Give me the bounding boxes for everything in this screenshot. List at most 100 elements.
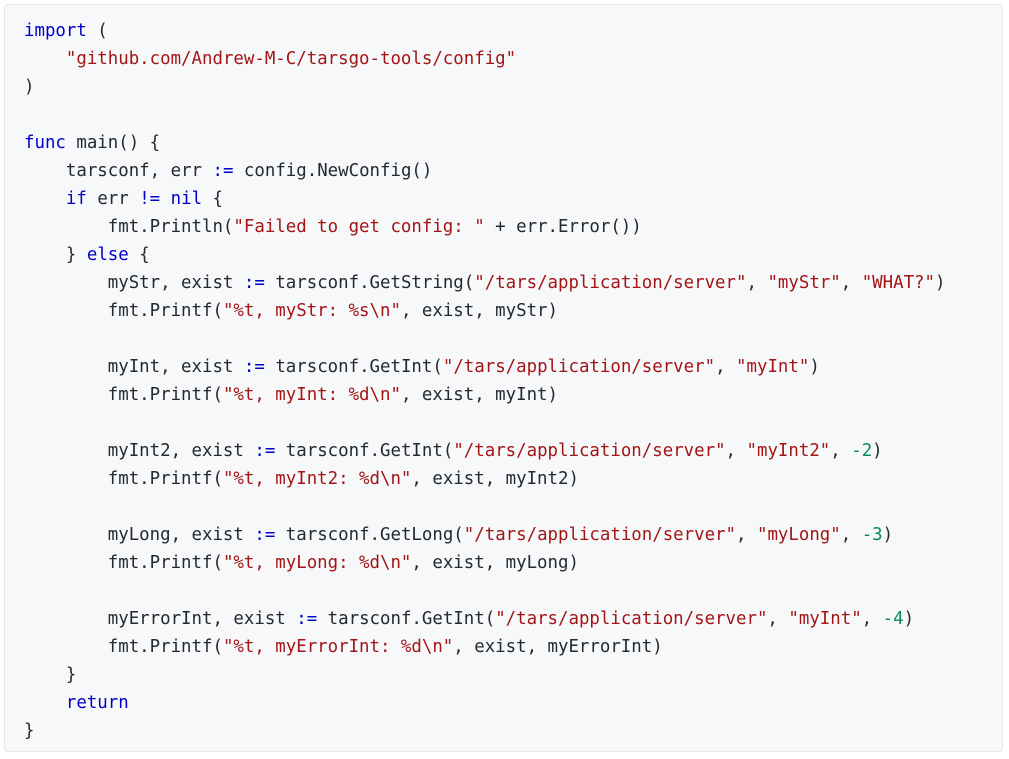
code-text: ( xyxy=(86,21,108,41)
code-line: import ( xyxy=(24,17,1002,45)
code-line: return xyxy=(24,689,1002,717)
code-text: , xyxy=(767,609,789,629)
code-text: , xyxy=(861,609,883,629)
code-text: ) xyxy=(903,609,915,629)
code-text: tarsconf.GetInt( xyxy=(264,357,443,377)
code-line xyxy=(24,101,1002,129)
code-line: fmt.Printf("%t, myInt2: %d\n", exist, my… xyxy=(24,465,1002,493)
code-string: "myLong" xyxy=(756,525,841,545)
code-block: import ( "github.com/Andrew-M-C/tarsgo-t… xyxy=(4,4,1003,752)
code-number: -2 xyxy=(851,441,873,461)
code-text: myLong, exist xyxy=(107,525,255,545)
code-text: ) xyxy=(872,441,883,461)
code-line xyxy=(24,409,1002,437)
code-indent xyxy=(24,301,108,321)
code-indent xyxy=(24,245,66,265)
code-string: "/tars/application/server" xyxy=(474,273,747,293)
code-text: tarsconf.GetString( xyxy=(264,273,475,293)
code-text: myStr, exist xyxy=(107,273,244,293)
code-line: tarsconf, err := config.NewConfig() xyxy=(24,157,1002,185)
code-string: "%t, myStr: %s\n" xyxy=(222,301,401,321)
code-text xyxy=(160,189,170,209)
code-text: , xyxy=(840,273,862,293)
code-text: fmt.Printf( xyxy=(107,385,223,405)
code-indent xyxy=(24,609,108,629)
code-keyword: if xyxy=(65,189,87,209)
code-text: , exist, myInt2) xyxy=(411,469,579,489)
code-text: , xyxy=(715,357,737,377)
code-indent xyxy=(24,665,66,685)
code-text: , exist, myInt) xyxy=(400,385,558,405)
code-indent xyxy=(24,637,108,657)
code-number: -4 xyxy=(882,609,904,629)
code-text: , xyxy=(736,525,757,545)
code-text: , xyxy=(830,441,852,461)
code-string: "WHAT?" xyxy=(861,273,935,293)
code-operator: := xyxy=(243,357,265,377)
code-keyword: return xyxy=(65,693,129,713)
code-keyword: func xyxy=(24,133,66,153)
code-string: "/tars/application/server" xyxy=(463,525,737,545)
code-line: "github.com/Andrew-M-C/tarsgo-tools/conf… xyxy=(24,45,1002,73)
code-line: myInt, exist := tarsconf.GetInt("/tars/a… xyxy=(24,353,1002,381)
code-string: "/tars/application/server" xyxy=(453,441,726,461)
code-line: ) xyxy=(24,73,1002,101)
code-text: main() { xyxy=(65,133,161,153)
code-operator: != xyxy=(139,189,161,209)
code-string: "%t, myLong: %d\n" xyxy=(222,553,412,573)
code-string: "/tars/application/server" xyxy=(442,357,716,377)
code-indent xyxy=(24,385,108,405)
code-line: myStr, exist := tarsconf.GetString("/tar… xyxy=(24,269,1002,297)
code-indent xyxy=(24,357,108,377)
code-operator: := xyxy=(254,525,276,545)
code-line: myLong, exist := tarsconf.GetLong("/tars… xyxy=(24,521,1002,549)
code-string: "myInt2" xyxy=(746,441,831,461)
code-indent xyxy=(24,49,66,69)
code-indent xyxy=(24,693,66,713)
code-text: + err.Error()) xyxy=(484,217,642,237)
code-text: fmt.Printf( xyxy=(107,301,223,321)
code-line: } xyxy=(24,717,1002,745)
code-string: "%t, myInt2: %d\n" xyxy=(222,469,412,489)
code-line xyxy=(24,577,1002,605)
code-text: myInt, exist xyxy=(107,357,244,377)
code-text: fmt.Printf( xyxy=(107,553,223,573)
code-string: "myInt" xyxy=(788,609,862,629)
code-text: } xyxy=(65,245,87,265)
code-string: "Failed to get config: " xyxy=(233,217,485,237)
code-text: , xyxy=(840,525,862,545)
code-operator: := xyxy=(254,441,276,461)
code-text: , xyxy=(725,441,747,461)
code-text: myInt2, exist xyxy=(107,441,255,461)
code-operator: := xyxy=(296,609,318,629)
code-line: myErrorInt, exist := tarsconf.GetInt("/t… xyxy=(24,605,1002,633)
code-string: "myStr" xyxy=(767,273,841,293)
code-text: tarsconf.GetInt( xyxy=(317,609,496,629)
code-indent xyxy=(24,217,108,237)
code-text: err xyxy=(86,189,140,209)
code-keyword: nil xyxy=(170,189,203,209)
code-indent xyxy=(24,553,108,573)
code-text: myErrorInt, exist xyxy=(107,609,297,629)
code-line: fmt.Println("Failed to get config: " + e… xyxy=(24,213,1002,241)
code-indent xyxy=(24,161,66,181)
code-indent xyxy=(24,189,66,209)
code-text: { xyxy=(202,189,224,209)
code-indent xyxy=(24,273,108,293)
code-line: func main() { xyxy=(24,129,1002,157)
code-indent xyxy=(24,525,108,545)
code-text: ) xyxy=(934,273,946,293)
code-operator: := xyxy=(243,273,265,293)
code-line: fmt.Printf("%t, myLong: %d\n", exist, my… xyxy=(24,549,1002,577)
code-text: , xyxy=(746,273,768,293)
code-text: ) xyxy=(882,525,894,545)
code-text: } xyxy=(65,665,77,685)
code-string: "github.com/Andrew-M-C/tarsgo-tools/conf… xyxy=(65,49,517,69)
code-text: { xyxy=(128,245,150,265)
code-line: fmt.Printf("%t, myStr: %s\n", exist, myS… xyxy=(24,297,1002,325)
code-indent xyxy=(24,441,108,461)
code-text: ) xyxy=(809,357,820,377)
code-keyword: else xyxy=(86,245,129,265)
code-text: , exist, myStr) xyxy=(400,301,558,321)
code-text: fmt.Printf( xyxy=(107,469,223,489)
